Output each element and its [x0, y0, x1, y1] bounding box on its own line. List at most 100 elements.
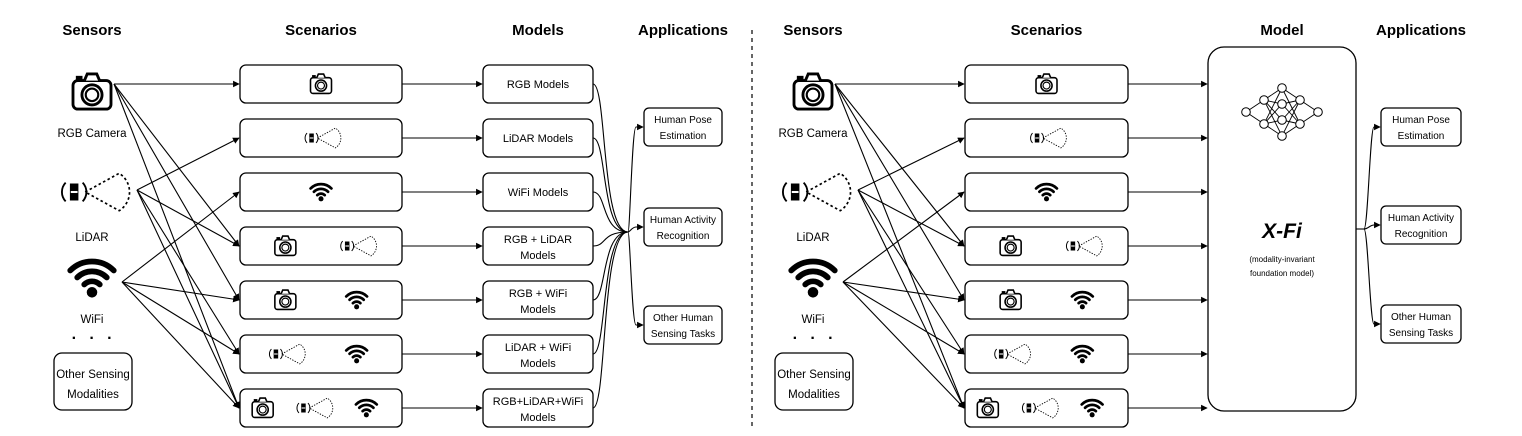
neural-network-icon: [1241, 83, 1323, 141]
scenario-box-frame: [239, 172, 403, 212]
model-label-line2: Models: [520, 304, 556, 316]
application-label-line1: Human Pose: [654, 115, 712, 126]
merge-to-application-arrow: [627, 223, 644, 233]
lidar-icon: [296, 397, 334, 419]
application-label-line1: Other Human: [1391, 312, 1451, 323]
application-box-frame: [1380, 304, 1462, 344]
scenario-box-frame: [239, 226, 403, 266]
ellipsis: · · ·: [793, 330, 838, 347]
models-header: Models: [512, 22, 564, 39]
model-merge-connector: [592, 231, 629, 409]
sensor-arrow: [834, 83, 965, 409]
scenarios-header: Scenarios: [1011, 22, 1083, 39]
camera-icon: [1035, 73, 1058, 95]
sensor-arrow: [113, 83, 240, 409]
camera-icon: [71, 72, 113, 111]
left-scenarios: [239, 64, 403, 428]
rgb-camera-label: RGB Camera: [778, 128, 848, 140]
model-label-line1: RGB + LiDAR: [504, 234, 572, 246]
model-box: RGB Models: [482, 64, 594, 104]
lidar-icon: [304, 127, 342, 149]
camera-icon: [251, 397, 274, 419]
model-label-line2: Models: [520, 250, 556, 262]
model-label-line2: Models: [520, 358, 556, 370]
merge-to-application-arrow: [627, 231, 644, 329]
rgb-camera-label: RGB Camera: [57, 128, 127, 140]
sensor-arrow: [842, 281, 965, 355]
application-label-line2: Recognition: [657, 231, 710, 242]
scenario-box-frame: [964, 226, 1129, 266]
applications-header: Applications: [1376, 22, 1466, 39]
scenario-box-frame: [964, 172, 1129, 212]
model-box: LiDAR Models: [482, 118, 594, 158]
other-modalities-line1: Other Sensing: [777, 369, 851, 381]
application-box-frame: [643, 107, 723, 147]
model-label-line1: RGB + WiFi: [509, 288, 567, 300]
model-box: WiFi Models: [482, 172, 594, 212]
wifi-icon: [1070, 344, 1095, 364]
scenario-box: [964, 226, 1129, 266]
right-sensor-arrows: [834, 80, 965, 409]
application-label-line2: Estimation: [1398, 131, 1445, 142]
sensor-arrow: [834, 83, 965, 301]
lidar-icon: [1066, 235, 1103, 257]
wifi-label: WiFi: [81, 314, 104, 326]
wifi-label: WiFi: [802, 314, 825, 326]
model-to-application-arrow: [1363, 123, 1381, 230]
camera-icon: [999, 289, 1022, 311]
sensor-arrow: [842, 281, 965, 409]
scenario-box: [964, 172, 1129, 212]
other-modalities-box: [774, 352, 854, 411]
model-merge-connector: [592, 83, 629, 233]
application-label-line1: Other Human: [653, 313, 713, 324]
lidar-icon: [269, 343, 306, 365]
scenario-box-frame: [964, 334, 1129, 374]
lidar-icon: [1030, 127, 1067, 149]
model-to-application-arrow: [1363, 228, 1381, 328]
application-box-frame: [643, 305, 723, 345]
xfi-model-subtitle-line2: foundation model): [1250, 269, 1314, 278]
model-merge-connector: [592, 231, 629, 355]
sensor-arrow: [842, 191, 965, 283]
sensor-arrow: [857, 189, 965, 355]
wifi-icon: [1070, 290, 1095, 310]
sensors-header: Sensors: [62, 22, 121, 39]
lidar-icon: [1022, 397, 1059, 419]
sensor-arrow: [842, 281, 965, 303]
application-label-line1: Human Activity: [650, 215, 716, 226]
camera-icon: [976, 397, 1000, 419]
model-label: WiFi Models: [508, 187, 569, 199]
model-label-line2: Models: [520, 412, 556, 424]
application-label-line1: Human Pose: [1392, 115, 1450, 126]
wifi-icon: [344, 290, 369, 310]
scenario-box: [239, 172, 403, 212]
scenario-box: [964, 388, 1129, 428]
scenario-box-frame: [239, 118, 403, 158]
sensor-arrow: [857, 189, 965, 409]
sensor-arrow: [121, 281, 240, 409]
application-label-line2: Sensing Tasks: [1389, 328, 1453, 339]
model-merge-connector: [592, 191, 629, 233]
wifi-icon: [309, 182, 333, 202]
model-label: LiDAR Models: [503, 133, 574, 145]
application-label-line1: Human Activity: [1388, 213, 1454, 224]
model-merge-connector: [592, 231, 629, 301]
model-label-line1: LiDAR + WiFi: [505, 342, 571, 354]
model-merge-connector: [592, 137, 629, 233]
lidar-icon: [340, 235, 377, 257]
wifi-icon: [788, 258, 838, 298]
other-modalities-line2: Modalities: [788, 389, 840, 401]
sensor-arrow: [136, 189, 240, 247]
sensor-arrow: [121, 191, 240, 283]
